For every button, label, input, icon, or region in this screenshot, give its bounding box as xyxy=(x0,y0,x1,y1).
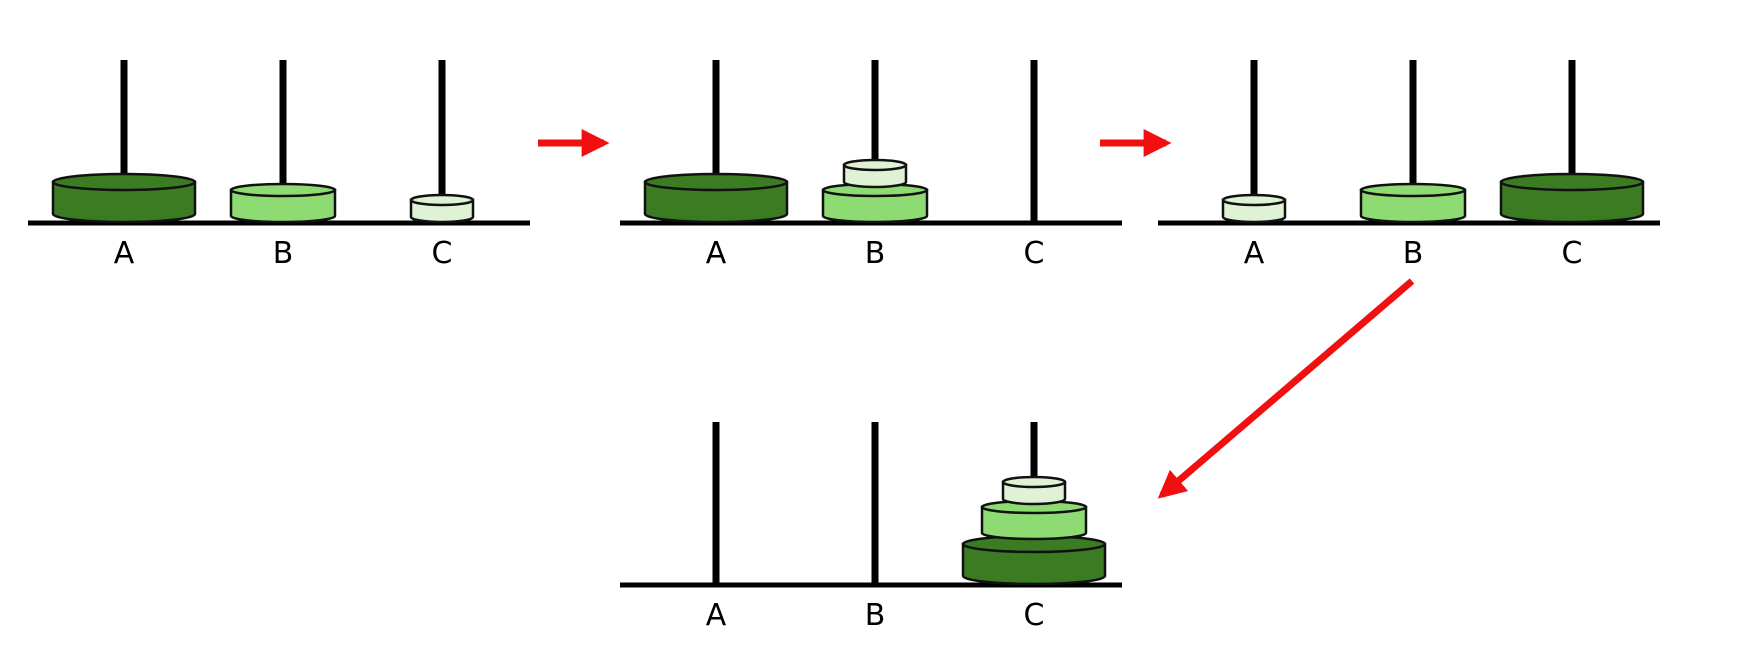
disk-medium xyxy=(229,182,337,224)
transition-arrow-3 xyxy=(1157,278,1415,499)
disk-large xyxy=(51,172,197,224)
peg-label: C xyxy=(1024,236,1045,271)
peg-a: A xyxy=(51,60,197,271)
disk-small xyxy=(842,158,908,189)
disk-small xyxy=(1001,475,1067,506)
peg-label: A xyxy=(706,236,727,271)
peg-label: B xyxy=(273,236,294,271)
peg-b: B xyxy=(865,422,886,633)
peg-label: C xyxy=(1024,598,1045,633)
state-panel-4: A B C xyxy=(620,422,1122,633)
disk-small xyxy=(1221,193,1287,224)
peg-a: A xyxy=(643,60,789,271)
state-panel-3: A B C xyxy=(1158,60,1660,271)
disk-large xyxy=(961,534,1107,586)
disk-large xyxy=(1499,172,1645,224)
peg-label: B xyxy=(1403,236,1424,271)
peg-label: A xyxy=(1244,236,1265,271)
disk-large xyxy=(643,172,789,224)
state-panel-2: A B C xyxy=(620,60,1122,271)
peg-label: B xyxy=(865,598,886,633)
peg-b: B xyxy=(821,60,929,271)
peg-label: C xyxy=(1562,236,1583,271)
state-panel-1: A B C xyxy=(28,60,530,271)
peg-a: A xyxy=(1221,60,1287,271)
peg-label: C xyxy=(432,236,453,271)
disk-small xyxy=(409,193,475,224)
peg-label: A xyxy=(114,236,135,271)
peg-label: B xyxy=(865,236,886,271)
peg-c: C xyxy=(409,60,475,271)
disk-medium xyxy=(980,499,1088,541)
peg-b: B xyxy=(229,60,337,271)
peg-c: C xyxy=(1499,60,1645,271)
peg-c: C xyxy=(961,422,1107,633)
disk-medium xyxy=(821,182,929,224)
peg-b: B xyxy=(1359,60,1467,271)
disk-medium xyxy=(1359,182,1467,224)
peg-a: A xyxy=(706,422,727,633)
peg-c: C xyxy=(1024,60,1045,271)
peg-label: A xyxy=(706,598,727,633)
